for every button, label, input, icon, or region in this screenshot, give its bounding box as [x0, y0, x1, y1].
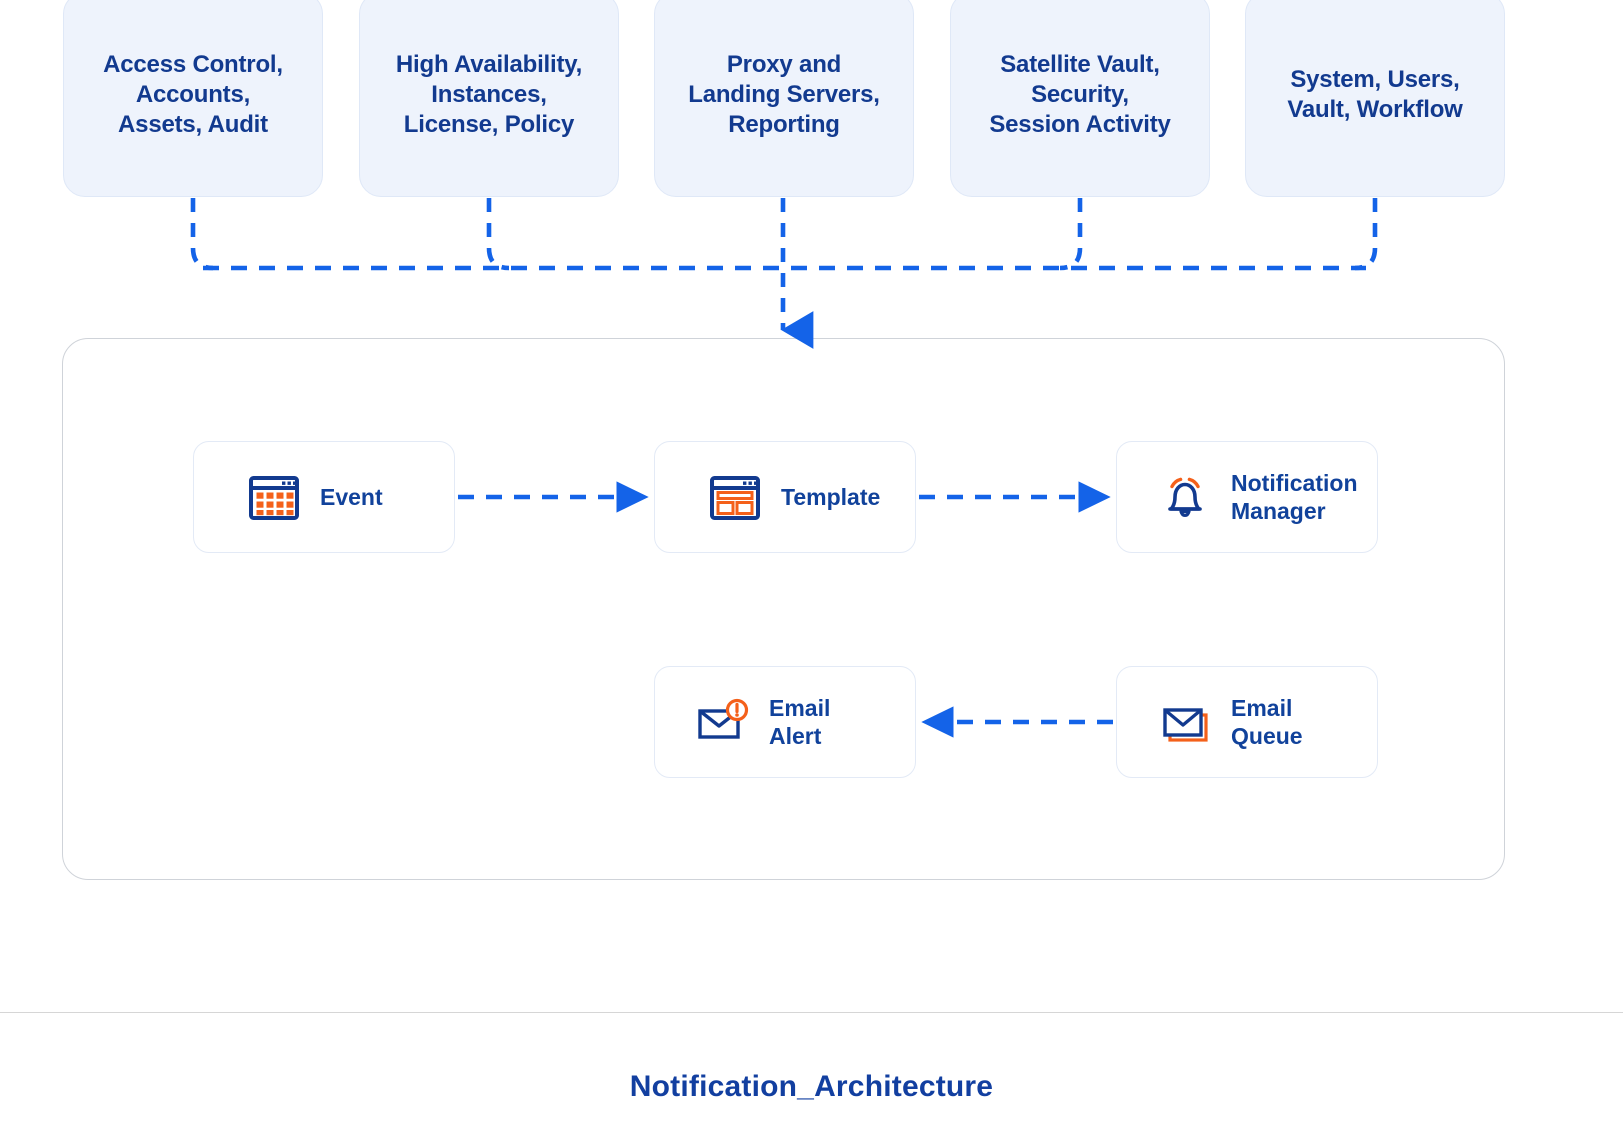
wire-access-control-drop — [190, 198, 214, 271]
notification-container — [62, 338, 1505, 880]
footer-divider — [0, 1012, 1623, 1013]
envelope-alert-icon — [695, 694, 751, 750]
source-box-proxy-landing[interactable]: Proxy and Landing Servers, Reporting — [654, 0, 914, 197]
wire-system-users-drop — [1354, 198, 1378, 271]
wire-satellite-vault-drop — [1059, 198, 1083, 271]
source-box-access-control[interactable]: Access Control, Accounts, Assets, Audit — [63, 0, 323, 197]
source-box-high-availability[interactable]: High Availability, Instances, License, P… — [359, 0, 619, 197]
envelope-stack-icon — [1157, 694, 1213, 750]
node-event[interactable]: Event — [193, 441, 455, 553]
node-email-alert[interactable]: Email Alert — [654, 666, 916, 778]
source-box-satellite-vault[interactable]: Satellite Vault, Security, Session Activ… — [950, 0, 1210, 197]
node-label: Notification Manager — [1231, 470, 1358, 524]
source-box-label: Access Control, Accounts, Assets, Audit — [103, 50, 283, 138]
source-box-label: Satellite Vault, Security, Session Activ… — [989, 50, 1171, 138]
wire-high-availability-drop — [486, 198, 510, 271]
source-box-label: Proxy and Landing Servers, Reporting — [688, 50, 880, 138]
source-box-label: High Availability, Instances, License, P… — [395, 50, 583, 138]
node-label: Email Alert — [769, 695, 831, 749]
source-box-system-users[interactable]: System, Users, Vault, Workflow — [1245, 0, 1505, 197]
figure-caption: Notification_Architecture — [629, 1070, 994, 1103]
bell-icon — [1157, 469, 1213, 525]
node-label: Event — [320, 484, 383, 510]
source-box-label: System, Users, Vault, Workflow — [1287, 65, 1463, 123]
node-email-queue[interactable]: Email Queue — [1116, 666, 1378, 778]
node-label: Template — [781, 484, 881, 510]
node-template[interactable]: Template — [654, 441, 916, 553]
browser-layout-icon — [707, 469, 763, 525]
node-label: Email Queue — [1231, 695, 1303, 749]
calendar-icon — [246, 469, 302, 525]
node-notification-manager[interactable]: Notification Manager — [1116, 441, 1378, 553]
